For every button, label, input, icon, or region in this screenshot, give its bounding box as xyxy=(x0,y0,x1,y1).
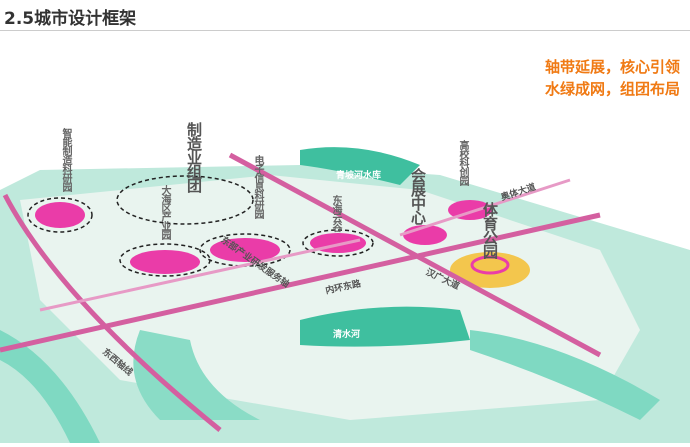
label-dahai-industrial-park: 大海区产业园 xyxy=(159,185,170,239)
slogan-line-2: 水绿成网，组团布局 xyxy=(544,80,680,98)
label-university-innovation-park: 高校科创园 xyxy=(457,140,468,185)
label-smart-manufacturing-park: 智能制造科研园 xyxy=(60,128,71,191)
urban-design-map: 智能制造科研园 制造业组团 大海区产业园 电子信息科研园 东海云谷 会展中心 高… xyxy=(0,40,690,443)
label-reservoir: 青坡河水库 xyxy=(336,171,382,181)
label-manufacturing-cluster: 制造业组团 xyxy=(185,122,203,192)
label-sports-park: 体育公园 xyxy=(481,202,499,258)
title-divider xyxy=(0,30,690,31)
label-electronic-info-park: 电子信息科研园 xyxy=(252,155,263,218)
development-cores xyxy=(35,200,492,274)
sports-park-area xyxy=(450,252,530,288)
map-graphic xyxy=(0,147,690,443)
page-title: 2.5城市设计框架 xyxy=(4,9,137,29)
slogan-line-1: 轴带延展，核心引领 xyxy=(544,58,680,76)
label-exhibition-center: 会展中心 xyxy=(409,168,427,224)
label-donghai-cloud-valley: 东海云谷 xyxy=(330,195,341,231)
label-river: 清水河 xyxy=(333,330,361,340)
development-axes xyxy=(0,152,602,432)
